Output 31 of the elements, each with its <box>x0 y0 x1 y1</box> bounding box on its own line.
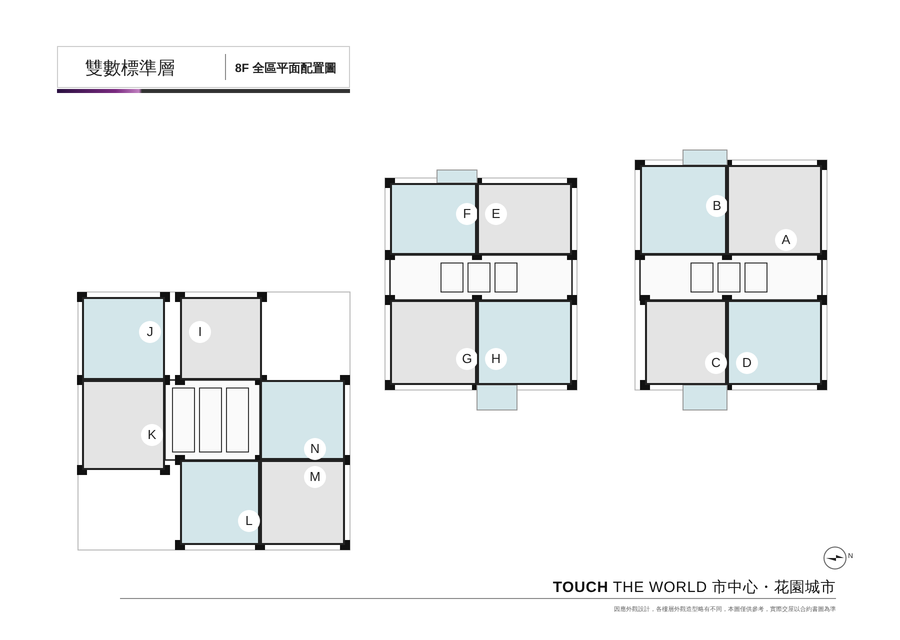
apartment-unit <box>390 300 477 385</box>
apartment-unit <box>260 460 345 545</box>
apartment-unit <box>260 380 345 460</box>
unit-letter: H <box>485 348 507 370</box>
unit-letter: G <box>456 348 478 370</box>
unit-letter: J <box>139 321 161 343</box>
apartment-unit <box>180 460 260 545</box>
apartment-unit <box>390 183 477 255</box>
unit-letter: F <box>456 203 478 225</box>
unit-letter: I <box>189 321 211 343</box>
unit-letter: L <box>238 510 260 532</box>
apartment-unit <box>477 300 572 385</box>
title: 雙數標準層 <box>85 57 175 80</box>
apartment-unit <box>640 165 727 255</box>
unit-letter: K <box>141 424 163 446</box>
apartment-unit <box>82 297 165 380</box>
slogan: TOUCH THE WORLD 市中心・花園城市 <box>552 578 836 597</box>
apartment-unit <box>180 297 262 380</box>
apartment-unit <box>477 183 572 255</box>
apartment-unit <box>82 380 165 470</box>
unit-letter: N <box>304 438 326 460</box>
apartment-unit <box>645 300 727 385</box>
unit-letter: B <box>706 195 728 217</box>
unit-letter: A <box>775 229 797 251</box>
unit-letter: M <box>304 466 326 488</box>
unit-letter: E <box>485 203 507 225</box>
subtitle: 8F 全區平面配置圖 <box>235 60 336 77</box>
apartment-unit <box>727 165 822 255</box>
unit-letter: C <box>705 352 727 374</box>
unit-letter: D <box>736 352 758 374</box>
apartment-unit <box>727 300 822 385</box>
